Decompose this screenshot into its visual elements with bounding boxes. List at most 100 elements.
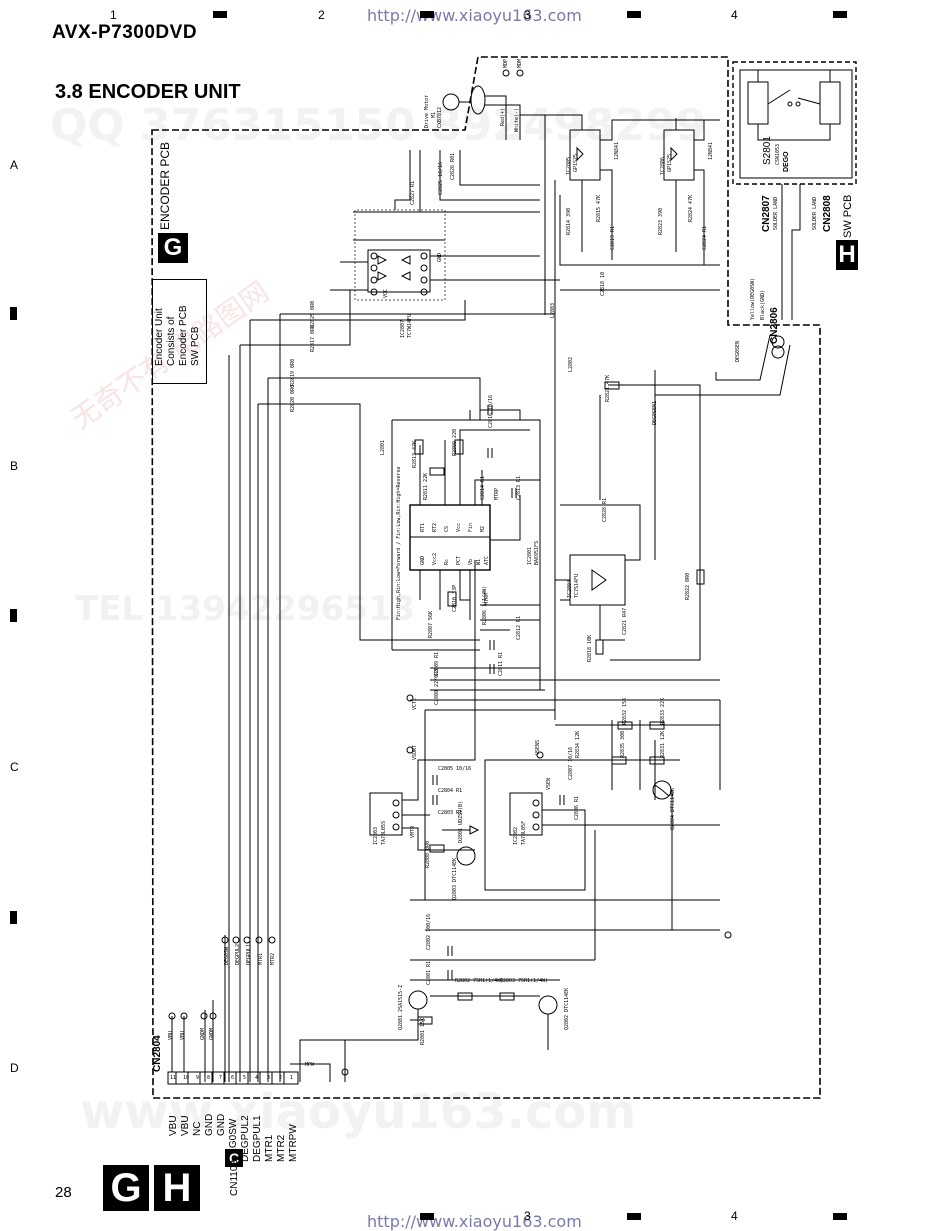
c2806-label: C2806 R1 [574, 795, 580, 820]
cn2804-pin-5: 5 [243, 1075, 247, 1081]
ic2801-pin-vb: Vb [468, 558, 474, 565]
ic2803-part: TA78L05S [381, 820, 387, 845]
c2805-label: C2805 10/16 [438, 766, 472, 772]
r2834-label: R2834 12K [575, 730, 581, 758]
ic2807-part: TC7W14FU [407, 313, 413, 338]
r2817-label: R2817 0R0 [310, 324, 316, 352]
cn2804-pin-1: 1 [290, 1075, 294, 1081]
c2827-label: C2827 R1 [410, 180, 416, 205]
ic2801-pin-vcc2: Vcc2 [432, 552, 438, 565]
watermark-c: www.xiaoyu163.com [80, 1084, 636, 1140]
c2803-label: C2803 R1 [438, 810, 463, 816]
col-4-bottom: 4 [731, 1209, 738, 1223]
l2802-label: L2802 [568, 356, 574, 372]
net-mpw: MPW [305, 1062, 315, 1068]
pcb-note-box: Encoder Unit Consists of Encoder PCB SW … [152, 279, 207, 384]
grid-mark [10, 307, 17, 320]
cn2804-top-mtr2: MTR2 [270, 952, 276, 965]
cn-net-mtrpw: MTRPW [288, 1124, 299, 1162]
r2818-label: R2818 10K [587, 634, 593, 662]
sw-pcb-badge: H [836, 240, 858, 270]
ic2806-ref: IC2806 [660, 156, 666, 175]
ic2801-desc: Fin:High,Rin:Low=Forward / Fin:Low,Rin:H… [396, 466, 402, 620]
solder-land-2: SOLDER LAND [812, 196, 818, 230]
ic2804-ref: IC2804 [567, 579, 573, 598]
l2803-label: L2803 [550, 302, 556, 318]
c2824-label: C2824 R1 [702, 225, 708, 250]
page-badge-h: H [154, 1165, 200, 1211]
r2831-label: R2831 12K [660, 730, 666, 758]
cn2804-pin-3: 3 [267, 1075, 271, 1081]
ic2806-tag: 12N841 [708, 141, 714, 160]
c2802-label: C2802 100/16 [426, 913, 432, 950]
l2801-label: L2801 [380, 439, 386, 455]
grid-mark [627, 11, 641, 18]
c2821-label: C2821 R47 [622, 607, 628, 635]
cn2804-pin-2: 2 [279, 1075, 283, 1081]
cn2804-pin-7: 7 [219, 1075, 223, 1081]
ic2805-part: GP1S25 [573, 153, 579, 172]
net-vsort: VSORT [412, 744, 418, 760]
r2824-label: R2824 47K [688, 194, 694, 222]
r2803-label: R2803 75R1(1/4W) [500, 978, 549, 984]
ic2805-ref: IC2805 [566, 156, 572, 175]
cn2804-pin-9: 9 [196, 1075, 200, 1081]
net-vctl: VCTL [412, 697, 418, 710]
cn-net-gnd-2: GND [216, 1113, 227, 1136]
r2823-label: R2823 390 [658, 207, 664, 235]
cn2804-top-gndm-1: GNDM [200, 1027, 206, 1040]
c2818-label: C2818 10 [600, 271, 606, 296]
cn2804-top-vbu-1: VBU [168, 1030, 174, 1040]
ic2801-part: BA6951FS [534, 540, 540, 565]
c2808-label: C2808 22/6R3 [434, 668, 440, 705]
net-mtrm: MTRM [484, 592, 490, 605]
grid-mark [420, 11, 434, 18]
wire-yellow: Yellow(DEG0SW) [750, 277, 756, 320]
grid-mark [833, 11, 847, 18]
r2807-label: R2807 56K [428, 610, 434, 638]
net-vmtr: VMTR [410, 825, 416, 838]
ic2802-ref: IC2802 [513, 826, 519, 845]
r2815b-label: R2815 47K [596, 194, 602, 222]
net-mdm: MDM [517, 58, 523, 68]
net-mdp: MDP [503, 58, 509, 68]
switch-part: CSN1053 [775, 143, 781, 165]
ic2801-pin-vcc: Vcc [456, 522, 462, 532]
cn-net-gnd-1: GND [204, 1113, 215, 1136]
col-1: 1 [110, 8, 117, 22]
net-vsens: VSENS [535, 739, 541, 755]
c2801-label: C2801 R1 [426, 960, 432, 985]
row-c: C [10, 760, 19, 774]
cn2804-label: CN2804 [152, 1035, 163, 1072]
pcb-note-line-1: Encoder Unit [154, 308, 165, 366]
grid-mark [833, 1213, 847, 1220]
grid-mark [10, 609, 17, 622]
row-b: B [10, 459, 19, 473]
ic2801-pin-cs: CS [444, 525, 450, 532]
ic2804-part: TC7S14FU [574, 573, 580, 598]
c2807-label: C2807 10/16 [568, 746, 574, 780]
cn2807-label: CN2807 [761, 195, 772, 232]
ic2801-pin-atc: ATC [484, 555, 490, 565]
r2808-label: R2808 0R0 [425, 840, 431, 868]
page-number: 28 [55, 1184, 72, 1201]
switch-label: DEGO [783, 151, 790, 172]
solder-land-1: SOLDER LAND [773, 196, 779, 230]
r2811-label: R2811 22K [423, 472, 429, 500]
encoder-pcb-outline [151, 56, 821, 1099]
motor-name: Drive Motor [424, 94, 430, 128]
cn2804-top-mtr1: MTR1 [258, 952, 264, 965]
net-vsen: VSEN [546, 777, 552, 790]
ic2801-pin-rc: Rc [444, 558, 450, 565]
cn2804-top-vbu-2: VBU [180, 1030, 186, 1040]
cn2804-body [167, 1071, 299, 1085]
ic2801-pin-pct: PCT [456, 555, 462, 565]
cn2804-pin-11: 11 [170, 1075, 177, 1081]
r2833-label: R2833 22K [660, 697, 666, 725]
source-url-top[interactable]: http://www.xiaoyu163.com [367, 6, 582, 25]
col-4: 4 [731, 8, 738, 22]
ic2801-pin-gnd: GND [420, 555, 426, 565]
c2826-label: C2826 R01 [450, 152, 456, 180]
c2816-label: C2816 10/16 [488, 394, 494, 428]
